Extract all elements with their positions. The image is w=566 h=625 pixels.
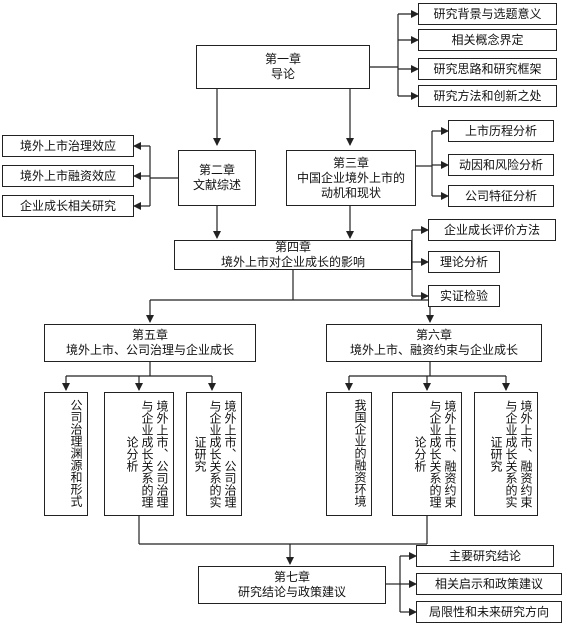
chapter-3-number: 第三章: [332, 155, 369, 170]
ch1-item-3: 研究思路和研究框架: [418, 58, 557, 80]
chapter-2-title: 文献综述: [192, 178, 241, 192]
chapter-4-number: 第四章: [274, 240, 311, 254]
ch1-item-2: 相关概念界定: [418, 29, 557, 51]
chapter-1-number: 第一章: [264, 52, 301, 66]
ch7-item-3: 局限性和未来研究方向: [416, 601, 562, 623]
ch2-item-3: 企业成长相关研究: [2, 195, 134, 217]
ch7-item-1: 主要研究结论: [416, 545, 554, 567]
chapter-5-box: 第五章 境外上市、公司治理与企业成长: [44, 324, 256, 362]
chapter-1-box: 第一章 导论: [196, 45, 370, 89]
chapter-7-title: 研究结论与政策建议: [237, 585, 346, 599]
chapter-6-box: 第六章 境外上市、融资约束与企业成长: [326, 324, 542, 362]
ch5-item-1: 公司治理渊源和形式: [44, 392, 88, 516]
ch3-item-1: 上市历程分析: [448, 120, 554, 142]
chapter-4-title: 境外上市对企业成长的影响: [220, 255, 365, 269]
chapter-7-box: 第七章 研究结论与政策建议: [198, 566, 386, 604]
chapter-3-title-line2: 动机和现状: [320, 185, 381, 200]
chapter-1-title: 导论: [270, 67, 295, 81]
ch6-item-2: 境外上市、融资约束与企业成长关系的理论分析: [392, 392, 462, 516]
ch6-item-1: 我国企业的融资环境: [326, 392, 372, 516]
ch7-item-2: 相关启示和政策建议: [416, 573, 562, 595]
chapter-6-number: 第六章: [415, 328, 452, 342]
ch2-item-2: 境外上市融资效应: [2, 165, 134, 187]
chapter-4-box: 第四章 境外上市对企业成长的影响: [174, 240, 412, 270]
chapter-2-number: 第二章: [198, 163, 235, 177]
ch3-item-3: 公司特征分析: [448, 185, 554, 207]
chapter-7-number: 第七章: [273, 570, 310, 584]
ch4-item-1: 企业成长评价方法: [428, 219, 556, 241]
ch6-item-3: 境外上市、融资约束与企业成长关系的实证研究: [474, 392, 538, 516]
chapter-3-box: 第三章 中国企业境外上市的 动机和现状: [286, 150, 416, 206]
ch2-item-1: 境外上市治理效应: [2, 135, 134, 157]
ch4-item-2: 理论分析: [428, 251, 500, 273]
ch5-item-3: 境外上市、公司治理与企业成长关系的实证研究: [186, 392, 242, 516]
ch3-item-2: 动因和风险分析: [448, 154, 554, 176]
chapter-6-title: 境外上市、融资约束与企业成长: [349, 343, 518, 357]
chapter-5-title: 境外上市、公司治理与企业成长: [65, 343, 234, 357]
chapter-2-box: 第二章 文献综述: [178, 150, 256, 206]
chapter-5-number: 第五章: [131, 328, 168, 342]
chapter-3-title: 中国企业境外上市的: [296, 170, 405, 185]
ch1-item-1: 研究背景与选题意义: [418, 3, 557, 25]
ch5-item-2: 境外上市、公司治理与企业成长关系的理论分析: [104, 392, 174, 516]
ch4-item-3: 实证检验: [428, 285, 500, 307]
ch1-item-4: 研究方法和创新之处: [418, 85, 557, 107]
